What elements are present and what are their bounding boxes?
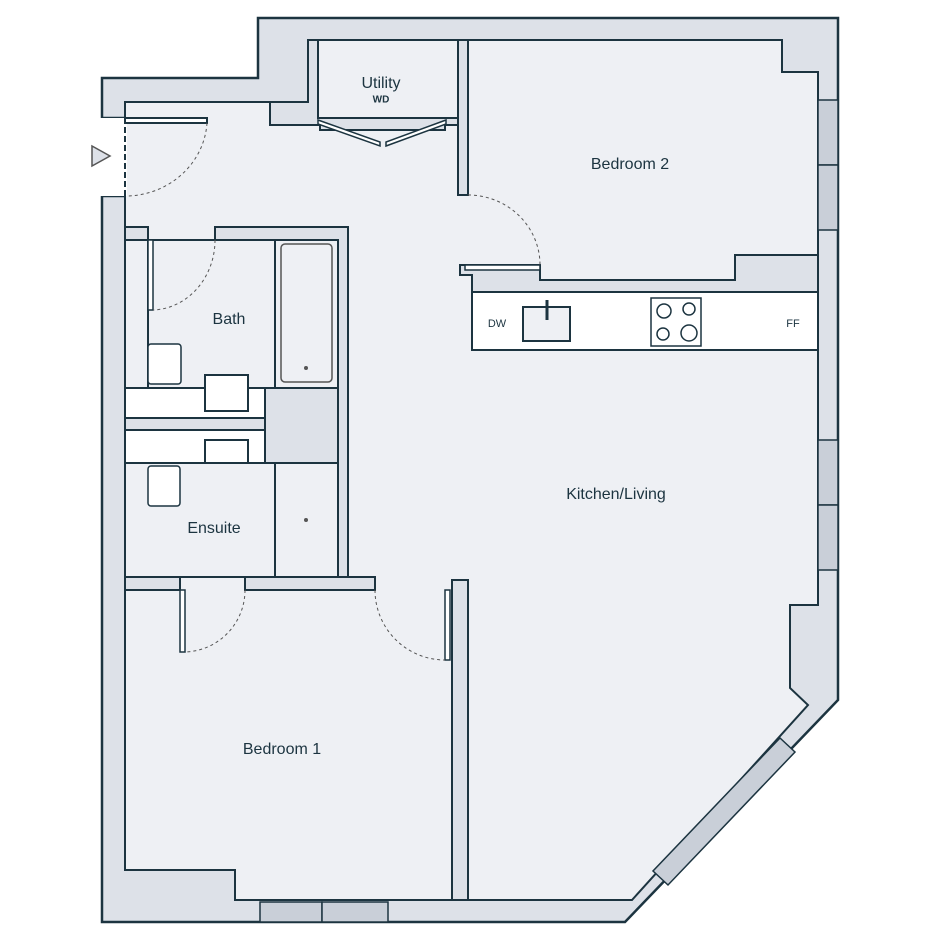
bathtub-icon <box>280 243 333 383</box>
ensuite-door-leaf[interactable] <box>179 589 186 653</box>
utility-door-left[interactable] <box>317 118 381 148</box>
bath-basin-icon <box>204 374 249 412</box>
window <box>817 164 839 231</box>
bedroom2-door-leaf[interactable] <box>464 264 541 271</box>
fridge-freezer-label: FF <box>786 318 800 330</box>
utility-wd-label: WD <box>372 94 390 106</box>
shower-drain-icon <box>304 518 308 522</box>
bath-door-leaf[interactable] <box>147 239 154 311</box>
bedroom1-top-wall-left <box>124 576 181 591</box>
ensuite-toilet-icon <box>147 465 181 507</box>
dishwasher-label: DW <box>487 318 507 330</box>
bedroom1-door-leaf[interactable] <box>444 589 451 661</box>
room-label-bath: Bath <box>212 311 246 328</box>
window <box>259 901 323 923</box>
utility-bedroom2-wall <box>457 39 469 196</box>
bath-door-jamb <box>124 226 149 241</box>
window <box>651 736 797 887</box>
room-label-bedroom1: Bedroom 1 <box>242 741 322 758</box>
window <box>817 99 839 166</box>
room-label-ensuite: Ensuite <box>187 520 241 537</box>
bath-door-swing <box>152 239 216 311</box>
hob-icon <box>650 297 702 347</box>
bedroom2-door-swing <box>467 194 541 266</box>
bedroom1-top-wall-right <box>244 576 376 591</box>
bath-ensuite-wall <box>124 417 266 431</box>
entrance-door-swing <box>126 122 208 197</box>
window <box>817 439 839 506</box>
bath-toilet-icon <box>147 343 182 385</box>
room-label-utility: Utility <box>361 75 401 92</box>
bedroom2-bottom-wall <box>459 254 819 293</box>
room-label-kitchen-living: Kitchen/Living <box>566 486 666 503</box>
window <box>817 504 839 571</box>
bath-duct <box>264 387 339 464</box>
entrance-door-leaf[interactable] <box>124 117 208 124</box>
bedroom1-kitchen-wall <box>451 579 469 901</box>
window <box>321 901 389 923</box>
entrance-arrow-icon <box>91 144 112 168</box>
bath-drain-icon <box>304 366 308 370</box>
room-label-bedroom2: Bedroom 2 <box>590 156 670 173</box>
bedroom1-door-swing <box>374 589 446 661</box>
utility-door-right[interactable] <box>385 118 447 148</box>
